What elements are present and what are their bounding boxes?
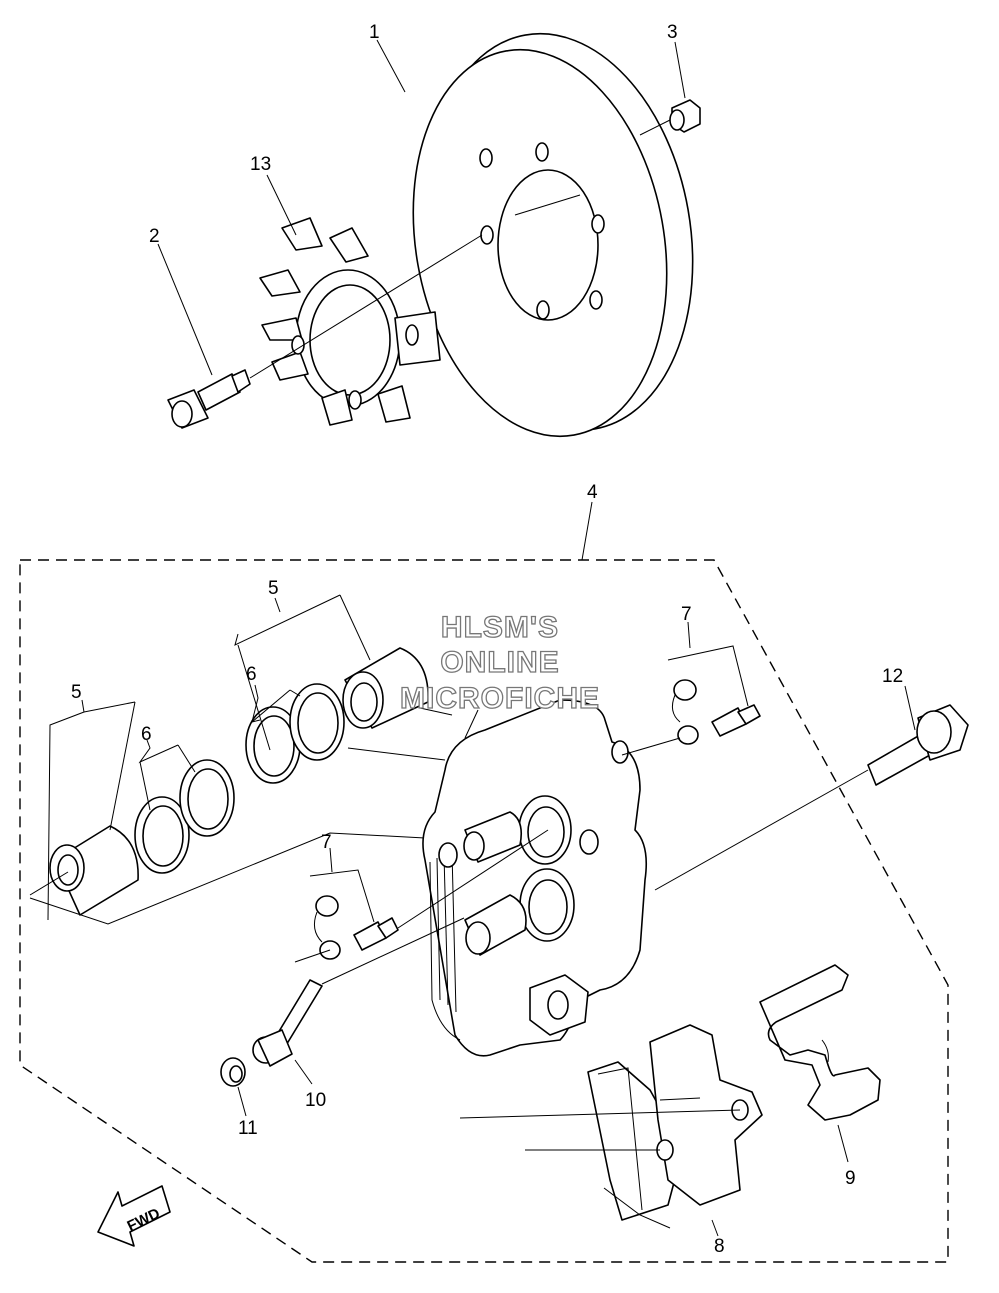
caliper-assembly-boundary: [19, 559, 949, 1263]
callout-10[interactable]: 10: [305, 1090, 326, 1111]
callout-leaders: [47, 39, 916, 1237]
brake-pad-front[interactable]: [459, 1024, 763, 1229]
brake-pad-rear[interactable]: [587, 1061, 681, 1221]
callout-2[interactable]: 2: [149, 226, 160, 247]
disc-cover-plate[interactable]: [259, 217, 441, 426]
cover-bolt[interactable]: [167, 234, 483, 429]
watermark-line-1: HLSM'S: [441, 611, 559, 644]
callout-1[interactable]: 1: [369, 22, 380, 43]
piston-bore-guide-right: [347, 747, 446, 761]
callout-8[interactable]: 8: [714, 1236, 725, 1257]
watermark-line-3: MICROFICHE: [400, 682, 600, 715]
callout-12[interactable]: 12: [882, 666, 903, 687]
bleed-screw-lower[interactable]: [294, 829, 549, 963]
watermark-line-2: ONLINE: [440, 646, 559, 679]
callout-11[interactable]: 11: [238, 1118, 258, 1139]
callout-5-left[interactable]: 5: [71, 682, 82, 703]
callout-13[interactable]: 13: [250, 154, 271, 175]
disc-nut[interactable]: [639, 99, 701, 136]
callout-3[interactable]: 3: [667, 22, 678, 43]
callout-6-left[interactable]: 6: [141, 724, 152, 745]
brake-disc[interactable]: [384, 12, 723, 456]
piston-bore-guide-left: [29, 832, 426, 925]
callout-6-right[interactable]: 6: [246, 664, 257, 685]
caliper-pin[interactable]: [252, 917, 465, 1067]
pin-boot[interactable]: [220, 1057, 246, 1087]
piston-left[interactable]: [29, 825, 139, 916]
pad-spring[interactable]: [759, 964, 881, 1121]
piston-seal-left-1[interactable]: [134, 796, 190, 874]
callout-5-right[interactable]: 5: [268, 578, 279, 599]
callout-7-lower[interactable]: 7: [321, 832, 332, 853]
piston-seal-left-2[interactable]: [179, 759, 235, 837]
callout-9[interactable]: 9: [845, 1168, 856, 1189]
piston-seal-right-2[interactable]: [289, 683, 345, 761]
caliper-mounting-bolt[interactable]: [654, 704, 969, 891]
watermark: HLSM'S ONLINE MICROFICHE: [399, 610, 600, 715]
callout-7-upper[interactable]: 7: [681, 604, 692, 625]
callout-4[interactable]: 4: [587, 482, 598, 503]
callout-numbers: 1 2 3 4 5 5 6 6 7 7 8 9 10 11 12 13: [71, 22, 903, 1257]
caliper-body[interactable]: [422, 699, 648, 1057]
forward-direction-arrow: FWD: [97, 1185, 171, 1247]
piston-right[interactable]: [342, 647, 429, 729]
bleed-screw-upper[interactable]: [621, 645, 761, 756]
